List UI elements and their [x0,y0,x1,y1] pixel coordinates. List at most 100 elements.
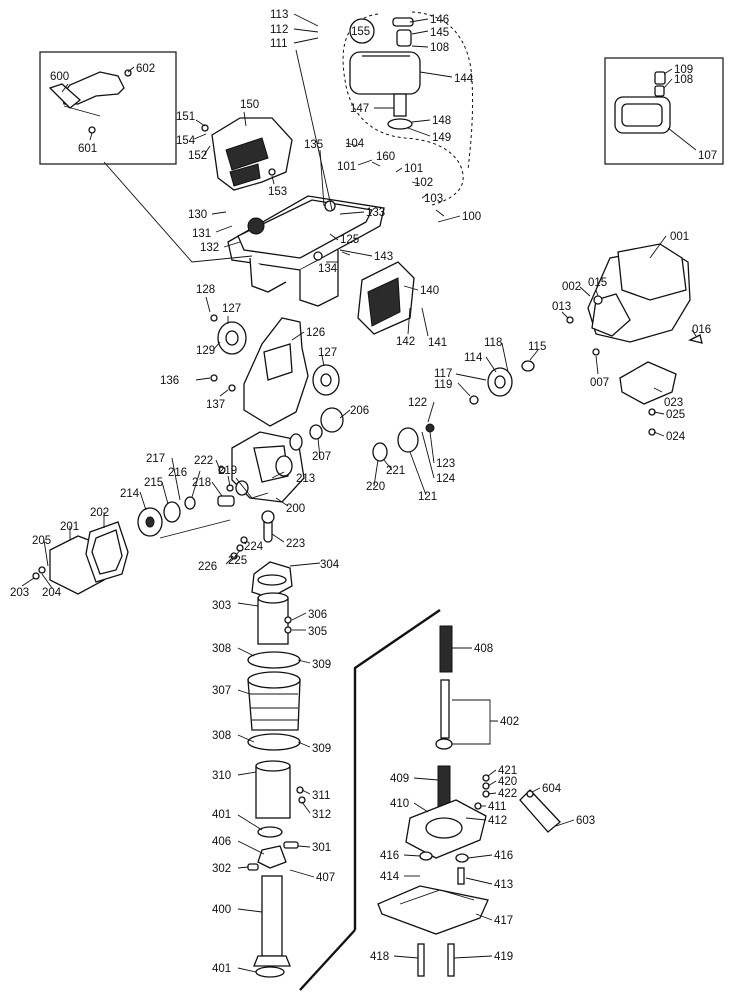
part-label: 104 [345,138,365,150]
part-label: 108 [430,42,449,54]
engine-cover-part [201,117,293,191]
part-label: 420 [498,776,517,788]
part-label: 135 [304,139,323,151]
fuel-tank-part [349,17,421,130]
part-label: 422 [498,788,517,800]
part-label: 141 [428,337,447,349]
part-label: 213 [296,473,315,485]
part-label: 310 [212,770,231,782]
part-label: 417 [494,915,513,927]
part-label: 304 [320,559,340,571]
part-label: 201 [60,521,79,533]
part-label: 409 [390,773,409,785]
muffler-part [614,71,671,134]
part-label: 215 [144,477,163,489]
part-label: 218 [192,477,211,489]
part-label: 308 [212,730,231,742]
part-label: 220 [366,481,385,493]
clutch-assembly-part [309,360,535,462]
part-label: 140 [420,285,439,297]
part-label: 134 [318,263,338,275]
fuel-tank-group-dashed-outline [342,13,464,206]
part-label: 225 [228,555,247,567]
part-label: 102 [414,177,433,189]
cylinder-and-bellows-column [247,561,306,978]
part-label: 217 [146,453,165,465]
part-label: 401 [212,809,231,821]
part-label: 122 [408,397,427,409]
part-label: 151 [176,111,195,123]
part-label: 418 [370,951,389,963]
clutch-housing-bracket-part [210,314,340,427]
part-label: 144 [454,73,474,85]
part-label: 226 [198,561,217,573]
part-label: 136 [160,375,179,387]
part-label: 414 [380,871,400,883]
part-label: 107 [698,150,717,162]
part-label: 123 [436,458,455,470]
handle-grip-inset-frame [39,51,177,165]
crankshaft-parts [137,466,235,537]
part-label: 309 [312,743,331,755]
part-label: 306 [308,609,327,621]
part-label: 013 [552,301,571,313]
part-label: 303 [212,600,231,612]
part-label: 121 [418,491,437,503]
part-label: 311 [312,790,330,802]
part-label: 202 [90,507,109,519]
part-label: 100 [462,211,481,223]
part-label: 154 [176,135,196,147]
part-label: 148 [432,115,451,127]
engine-frame-part [227,195,385,307]
part-label: 127 [222,303,241,315]
part-label: 601 [78,143,97,155]
part-label: 153 [268,186,287,198]
part-label: 111 [270,38,287,50]
part-label: 203 [10,587,29,599]
part-label: 412 [488,815,507,827]
part-label: 142 [396,336,415,348]
part-label: 416 [494,850,513,862]
part-label: 128 [196,284,215,296]
part-label: 145 [430,27,449,39]
part-label: 309 [312,659,331,671]
part-label: 002 [562,281,581,293]
air-cleaner-grille-part [357,261,415,335]
part-label: 007 [590,377,609,389]
part-label: 206 [350,405,369,417]
part-label: 023 [664,397,683,409]
part-label: 200 [286,503,305,515]
part-label: 115 [528,341,546,353]
part-label: 216 [168,467,187,479]
part-label: 113 [270,9,288,21]
tamping-foot-assembly [299,609,561,991]
part-label: 147 [350,103,369,115]
part-label: 407 [316,872,335,884]
part-label: 312 [312,809,331,821]
muffler-inset-frame [604,57,724,165]
part-label: 101 [404,163,423,175]
part-label: 150 [240,99,259,111]
part-label: 114 [464,352,483,364]
part-label: 129 [196,345,215,357]
part-label: 419 [494,951,513,963]
part-label: 205 [32,535,51,547]
part-label: 406 [212,836,231,848]
part-label: 408 [474,643,493,655]
part-label: 001 [670,231,689,243]
part-label: 307 [212,685,231,697]
part-label: 305 [308,626,327,638]
part-label: 025 [666,409,685,421]
part-label: 603 [576,815,595,827]
fuel-tank-group-dashed-outline-right [411,11,474,171]
part-label: 130 [188,209,207,221]
part-label: 223 [286,538,305,550]
part-label: 214 [120,488,140,500]
part-label: 410 [390,798,409,810]
part-number-labels: 113 112 111 146 155 145 108 144 147 148 … [10,9,717,975]
tamping-foot-assembly-outline [353,609,441,930]
part-label: 101 [337,161,356,173]
part-label: 401 [212,963,231,975]
part-label: 015 [588,277,607,289]
